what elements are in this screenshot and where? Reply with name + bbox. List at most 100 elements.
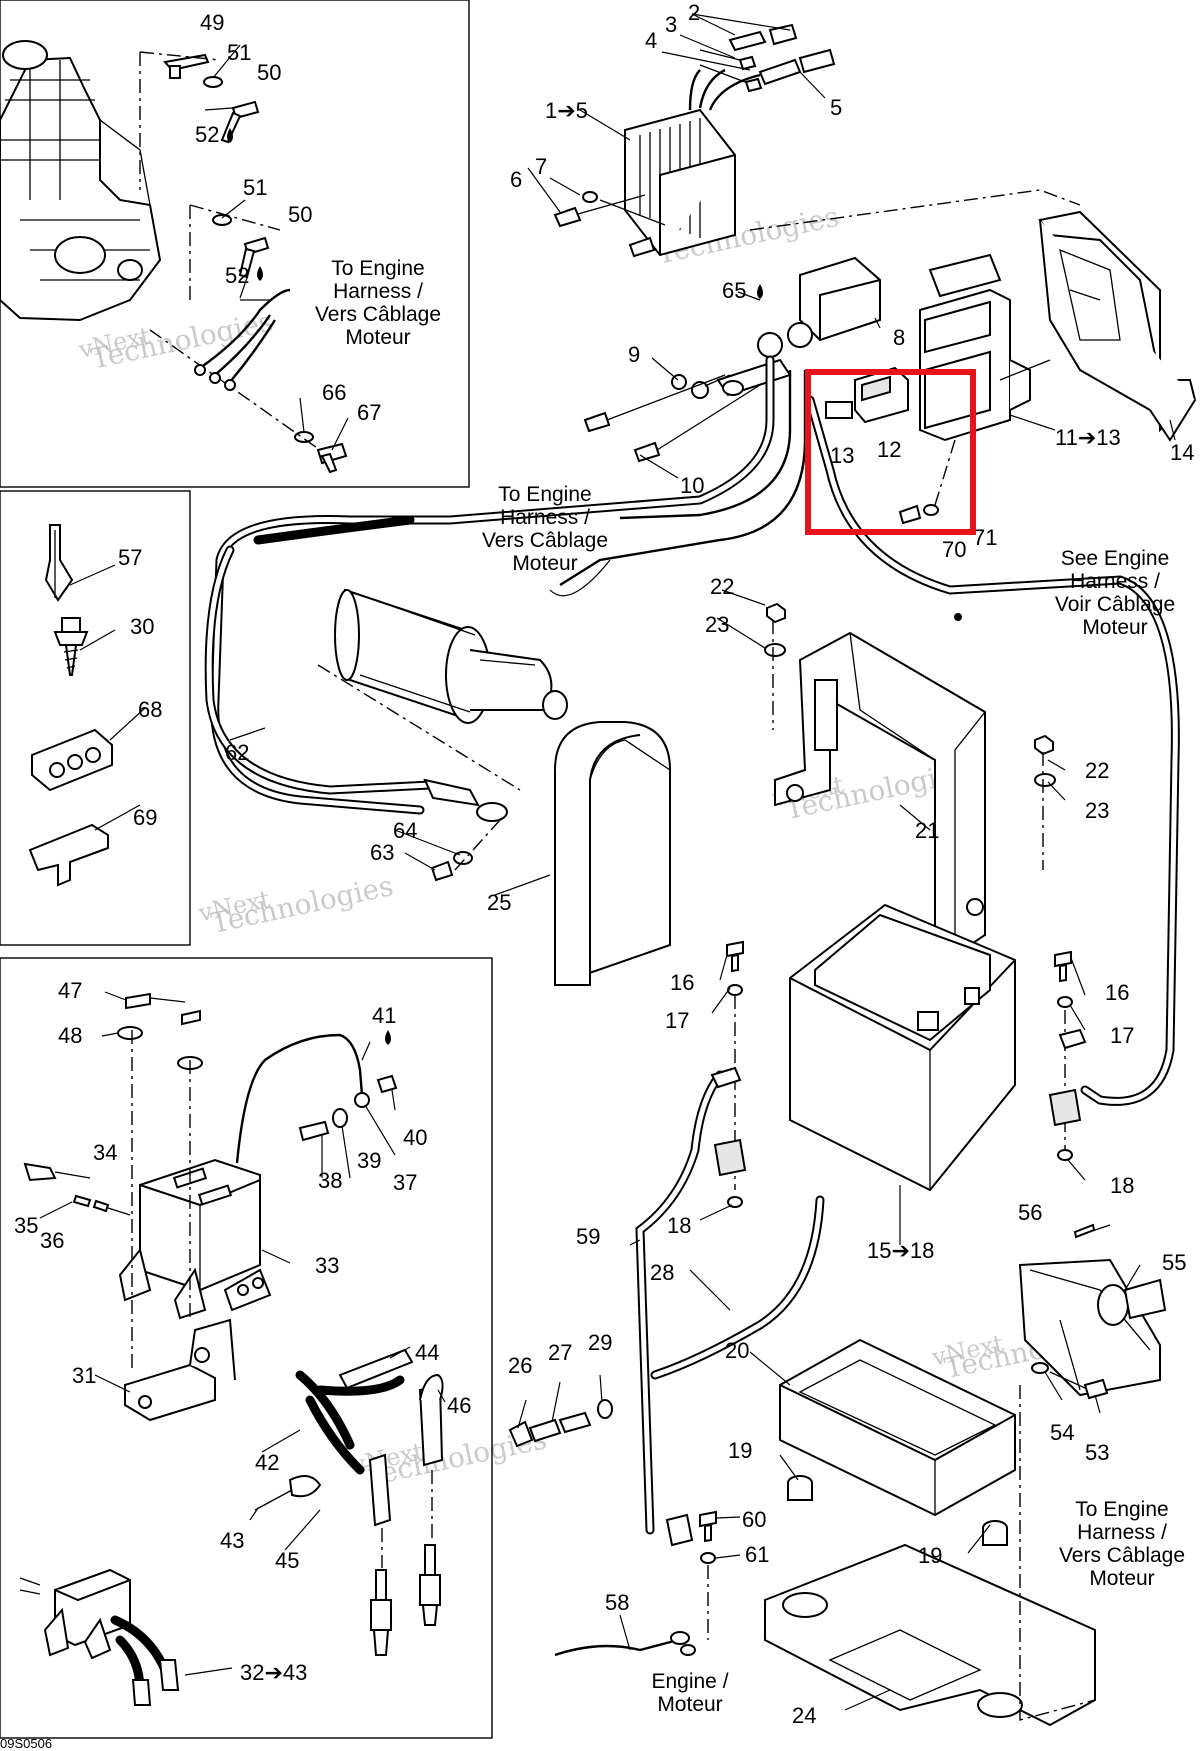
svg-text:Technologies: Technologies	[208, 869, 396, 940]
bracket-31	[124, 1318, 236, 1422]
svg-text:60: 60	[742, 1507, 766, 1532]
battery-15to18	[789, 903, 1016, 1192]
starter-motor	[334, 588, 568, 724]
fasteners-70-71	[898, 439, 956, 525]
connectors-2-5	[699, 23, 836, 93]
svg-text:62: 62	[225, 740, 249, 765]
svg-text:Harness /: Harness /	[1077, 1521, 1167, 1544]
svg-text:Vers Câblage: Vers Câblage	[482, 529, 608, 552]
cable-tie-57	[44, 524, 74, 602]
svg-text:49: 49	[200, 10, 224, 35]
relay-55	[1018, 1258, 1167, 1397]
svg-text:52: 52	[195, 122, 219, 147]
svg-text:55: 55	[1162, 1250, 1186, 1275]
svg-text:17: 17	[1110, 1023, 1134, 1048]
svg-text:44: 44	[415, 1340, 439, 1365]
svg-text:16: 16	[1105, 980, 1129, 1005]
screw-30	[53, 617, 89, 676]
base-plate-24	[764, 1543, 1096, 1727]
vent-tube-28	[650, 1195, 825, 1380]
svg-text:53: 53	[1085, 1440, 1109, 1465]
svg-text:59: 59	[576, 1224, 600, 1249]
bracket-14	[749, 189, 1197, 442]
droplet-icons	[227, 128, 763, 1045]
note-arrow-center	[549, 559, 611, 597]
svg-text:Harness /: Harness /	[1070, 570, 1160, 593]
engine-ground-wires	[194, 288, 291, 391]
svg-text:24: 24	[792, 1703, 816, 1728]
cable-tie-43	[254, 1475, 322, 1511]
clip-68	[31, 728, 113, 792]
svg-text:68: 68	[138, 697, 162, 722]
spark-plug-caps-45-46	[368, 1373, 444, 1527]
svg-text:37: 37	[393, 1170, 417, 1195]
svg-text:To Engine: To Engine	[498, 483, 591, 506]
svg-text:63: 63	[370, 840, 394, 865]
svg-text:Moteur: Moteur	[1089, 1567, 1154, 1590]
spark-plugs	[370, 1470, 441, 1656]
svg-text:5: 5	[830, 95, 842, 120]
diagram-code: 09S0506	[0, 1736, 52, 1751]
note-engine-moteur: Engine / Moteur	[651, 1670, 728, 1716]
svg-text:38: 38	[318, 1168, 342, 1193]
leader-lines	[69, 13, 1176, 1711]
grommets-19	[787, 1475, 1008, 1546]
ground-wire-58	[554, 1631, 696, 1657]
svg-text:32➔43: 32➔43	[240, 1660, 307, 1685]
spark-plug-wires-42	[295, 1370, 405, 1475]
svg-text:23: 23	[1085, 798, 1109, 823]
svg-text:16: 16	[670, 970, 694, 995]
svg-text:19: 19	[728, 1438, 752, 1463]
note-to-engine-harness-center: To Engine Harness / Vers Câblage Moteur	[482, 483, 608, 575]
svg-text:26: 26	[508, 1353, 532, 1378]
svg-text:30: 30	[130, 614, 154, 639]
svg-text:Moteur: Moteur	[657, 1693, 722, 1716]
svg-text:57: 57	[118, 545, 142, 570]
svg-text:27: 27	[548, 1340, 572, 1365]
svg-text:51: 51	[227, 40, 251, 65]
voltage-regulator-1to5	[624, 68, 761, 257]
svg-text:Moteur: Moteur	[1082, 616, 1147, 639]
ignition-coil-33	[118, 1158, 272, 1320]
nuts-22-washers-23	[764, 602, 1056, 870]
cable-62	[204, 515, 521, 882]
svg-text:2: 2	[688, 0, 700, 25]
svg-text:Moteur: Moteur	[345, 326, 410, 349]
svg-text:4: 4	[645, 28, 657, 53]
svg-text:52: 52	[225, 263, 249, 288]
svg-text:11➔13: 11➔13	[1055, 425, 1121, 450]
svg-text:45: 45	[275, 1548, 299, 1573]
svg-text:65: 65	[722, 278, 746, 303]
svg-text:13: 13	[830, 443, 854, 468]
svg-text:50: 50	[288, 202, 312, 227]
ground-wire-coil	[235, 1033, 370, 1164]
svg-text:61: 61	[745, 1542, 769, 1567]
svg-text:36: 36	[40, 1228, 64, 1253]
note-to-engine-harness-top: To Engine Harness / Vers Câblage Moteur	[315, 257, 441, 349]
svg-text:To Engine: To Engine	[1075, 1498, 1168, 1521]
battery-bracket-21	[774, 631, 986, 957]
engine-ground-hardware	[139, 51, 348, 474]
svg-text:71: 71	[973, 525, 997, 550]
svg-text:29: 29	[588, 1330, 612, 1355]
svg-text:9: 9	[628, 342, 640, 367]
svg-text:34: 34	[93, 1140, 117, 1165]
svg-text:56: 56	[1018, 1200, 1042, 1225]
svg-text:12: 12	[877, 437, 901, 462]
svg-text:64: 64	[393, 818, 417, 843]
svg-text:10: 10	[680, 473, 704, 498]
svg-text:50: 50	[257, 60, 281, 85]
svg-text:21: 21	[915, 818, 939, 843]
svg-text:3: 3	[665, 12, 677, 37]
bolts-60-61	[699, 1510, 717, 1640]
inset-panel-engine-ground	[0, 0, 470, 488]
note-see-engine-harness: See Engine Harness / Voir Câblage Moteur	[1055, 547, 1175, 639]
svg-text:To Engine: To Engine	[331, 257, 424, 280]
fuse-13	[825, 401, 853, 419]
svg-text:18: 18	[667, 1213, 691, 1238]
callout-labels: 49 51 50 52 51 50 52 66 67 2 3 4 5 1➔5 7…	[14, 0, 1194, 1728]
svg-text:Moteur: Moteur	[512, 552, 577, 575]
washer-7	[582, 191, 666, 258]
svg-text:18: 18	[1110, 1173, 1134, 1198]
svg-text:33: 33	[315, 1253, 339, 1278]
